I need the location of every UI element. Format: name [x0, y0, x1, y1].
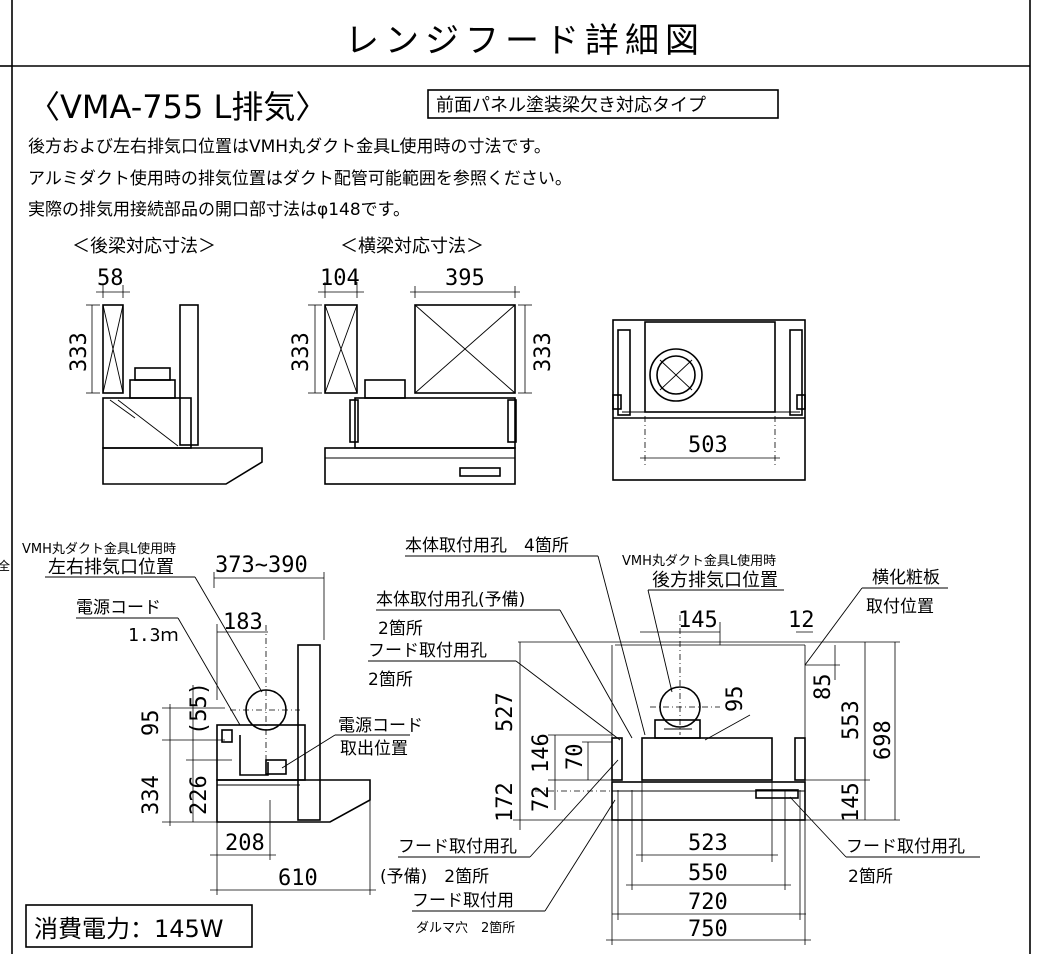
cord-label: 電源コード	[76, 598, 161, 618]
side-top-range: 373~390	[215, 553, 308, 578]
rear-beam-width: 58	[97, 266, 124, 291]
front-d146: 146	[529, 733, 554, 773]
side-beam-right-height: 333	[531, 332, 556, 372]
front-d553: 553	[839, 700, 864, 740]
front-d145-right: 145	[839, 782, 864, 822]
side-panel-1: 横化粧板	[872, 568, 940, 588]
cord-length: 1.3ｍ	[128, 625, 179, 646]
page-title: レンジフード詳細図	[345, 21, 705, 61]
side-duct-label-1: VMH丸ダクト金具L使用時	[22, 541, 176, 557]
side-view: VMH丸ダクト金具L使用時 左右排気口位置 373~390 電源コード 1.3ｍ…	[22, 541, 423, 895]
top-view: 503	[612, 319, 806, 481]
front-d698: 698	[871, 720, 896, 760]
rear-duct-label-1: VMH丸ダクト金具L使用時	[622, 553, 776, 569]
front-d750: 750	[688, 917, 728, 942]
hood-holes-1: フード取付用孔	[368, 641, 487, 661]
main-holes-spare-2: 2箇所	[378, 619, 423, 639]
front-d527: 527	[493, 692, 518, 732]
side-d610: 610	[278, 866, 318, 891]
edge-char: 全	[0, 558, 10, 573]
front-d95: 95	[723, 686, 748, 713]
note-2: アルミダクト使用時の排気位置はダクト配管可能範囲を参照ください。	[28, 168, 572, 189]
rear-duct-label-2: 後方排気口位置	[652, 570, 778, 591]
panel-type-box	[427, 89, 779, 119]
power-box	[25, 904, 253, 948]
hood-dharma-2: ダルマ穴 2箇所	[416, 920, 515, 936]
front-d70: 70	[563, 744, 588, 771]
hood-dharma-1: フード取付用	[412, 891, 514, 911]
side-d226: 226	[187, 775, 212, 815]
hood-right-1: フード取付用孔	[846, 837, 965, 857]
front-d72: 72	[529, 786, 554, 813]
side-d55: (55)	[187, 682, 212, 735]
cord-exit-1: 電源コード	[338, 716, 423, 736]
front-d12: 12	[788, 608, 815, 633]
side-d334: 334	[139, 775, 164, 815]
power-label: 消費電力：145W	[34, 915, 224, 943]
front-d145-top: 145	[678, 608, 718, 633]
panel-type-label: 前面パネル塗装梁欠き対応タイプ	[436, 94, 706, 116]
front-d720: 720	[688, 890, 728, 915]
side-d95: 95	[139, 710, 164, 737]
side-beam-left-width: 104	[320, 266, 360, 291]
note-1: 後方および左右排気口位置はVMH丸ダクト金具L使用時の寸法です。	[28, 136, 551, 157]
side-beam-title: ＜横梁対応寸法＞	[340, 236, 484, 257]
side-panel-2: 取付位置	[866, 597, 934, 617]
front-view: 本体取付用孔 4箇所 本体取付用孔(予備) 2箇所 フード取付用孔 2箇所 VM…	[368, 536, 980, 945]
rear-beam-view: ＜後梁対応寸法＞ 58 333	[67, 236, 263, 485]
model-label: 〈VMA-755 L排気〉	[28, 88, 327, 126]
front-d172: 172	[493, 782, 518, 822]
hood-holes-2: 2箇所	[368, 670, 413, 690]
hood-right-2: 2箇所	[848, 867, 893, 887]
side-d208: 208	[225, 831, 265, 856]
front-d85: 85	[811, 674, 836, 701]
hood-spare-2: (予備) 2箇所	[380, 867, 489, 887]
rear-beam-title: ＜後梁対応寸法＞	[72, 236, 216, 257]
side-beam-right-width: 395	[445, 266, 485, 291]
rear-beam-height: 333	[67, 332, 92, 372]
side-beam-left-height: 333	[289, 332, 314, 372]
hood-spare-1: フード取付用孔	[398, 837, 517, 857]
cord-exit-2: 取出位置	[340, 739, 408, 759]
side-beam-view: ＜横梁対応寸法＞ 104 395 333 333	[289, 236, 556, 485]
main-holes-spare-1: 本体取付用孔(予備)	[376, 590, 525, 610]
front-d550: 550	[688, 861, 728, 886]
side-duct-label-2: 左右排気口位置	[48, 557, 174, 578]
main-holes-label: 本体取付用孔 4箇所	[405, 536, 569, 556]
top-view-width: 503	[688, 433, 728, 458]
front-d523: 523	[688, 831, 728, 856]
side-d183: 183	[223, 610, 263, 635]
note-3: 実際の排気用接続部品の開口部寸法はφ148です。	[28, 200, 410, 220]
